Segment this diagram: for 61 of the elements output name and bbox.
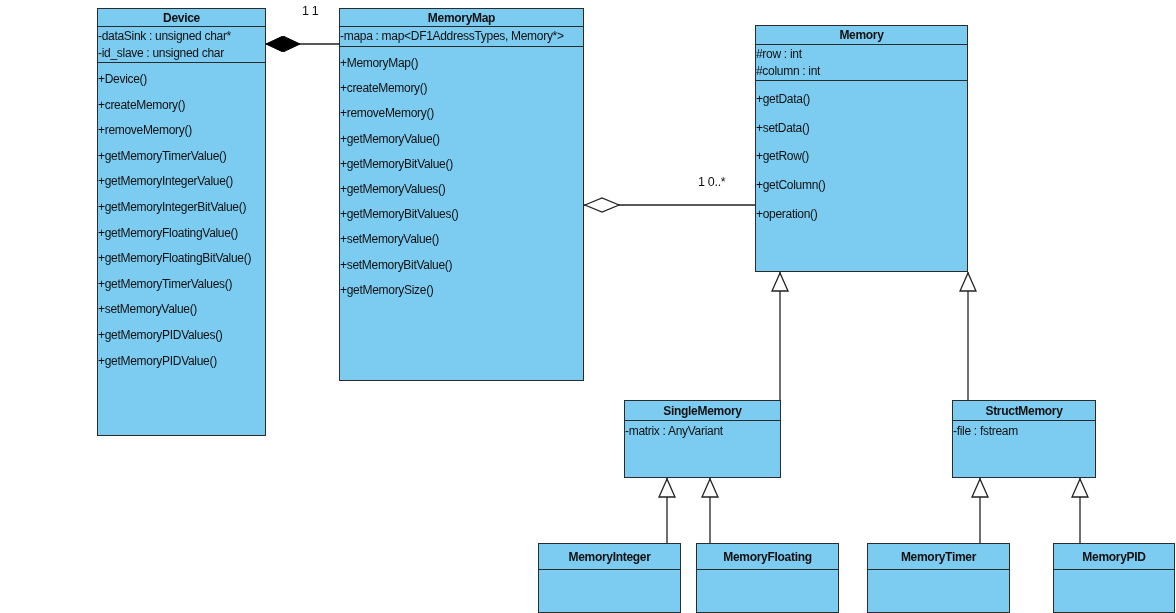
method-text: +getMemoryIntegerValue()	[97, 173, 233, 191]
class-name: SingleMemory	[662, 403, 743, 420]
method-text: +setMemoryValue()	[97, 301, 198, 319]
class-box	[867, 543, 1010, 613]
method-text: +getMemoryPIDValues()	[97, 326, 223, 344]
generalization-arrow	[658, 477, 676, 544]
method-text: +removeMemory()	[339, 105, 434, 123]
attribute-text: -file : fstream	[952, 423, 1018, 440]
attribute-text: #column : int	[755, 63, 821, 80]
attribute-text: -id_slave : unsigned char	[97, 45, 224, 62]
multiplicity-label: 1 1	[301, 4, 320, 18]
multiplicity-label: 1 0..*	[697, 175, 727, 189]
generalization-arrow	[771, 271, 789, 401]
method-text: +setData()	[755, 119, 810, 137]
method-text: +setMemoryValue()	[339, 231, 440, 249]
class-name: MemoryTimer	[899, 549, 978, 566]
method-text: +getMemoryValue()	[339, 130, 440, 148]
class-name: Device	[162, 10, 201, 27]
method-text: +getMemoryFloatingValue()	[97, 224, 238, 242]
method-text: +getMemoryPIDValue()	[97, 352, 217, 370]
attributes-compartment	[97, 26, 266, 63]
method-text: +getMemorySize()	[339, 281, 434, 299]
method-text: +getMemoryIntegerBitValue()	[97, 198, 247, 216]
method-text: +createMemory()	[97, 96, 186, 114]
aggregation-connector	[583, 197, 756, 213]
method-text: +getMemoryBitValue()	[339, 155, 453, 173]
method-text: +getMemoryBitValues()	[339, 206, 459, 224]
class-box	[696, 543, 839, 613]
class-box	[1053, 543, 1175, 613]
class-name: MemoryMap	[426, 10, 497, 27]
class-box	[755, 25, 968, 272]
class-name: MemoryPID	[1081, 549, 1147, 566]
generalization-arrow	[1071, 477, 1089, 544]
attribute-text: -matrix : AnyVariant	[624, 423, 723, 440]
generalization-arrow	[959, 271, 977, 401]
method-text: +getColumn()	[755, 177, 826, 195]
generalization-arrow	[971, 477, 989, 544]
method-text: +Device()	[97, 71, 147, 88]
attribute-text: -mapa : map<DF1AddressTypes, Memory*>	[339, 28, 564, 45]
method-text: +getData()	[755, 91, 811, 108]
class-box	[624, 400, 781, 478]
method-text: +getRow()	[755, 148, 809, 166]
composition-connector	[265, 35, 340, 53]
class-name: MemoryFloating	[722, 549, 813, 566]
method-text: +getMemoryFloatingBitValue()	[97, 250, 252, 268]
method-text: +setMemoryBitValue()	[339, 256, 453, 274]
method-text: +operation()	[755, 205, 818, 223]
method-text: +removeMemory()	[97, 122, 192, 140]
class-name: Memory	[838, 27, 885, 44]
attribute-text: #row : int	[755, 46, 802, 63]
class-box	[952, 400, 1096, 478]
attribute-text: -dataSink : unsigned char*	[97, 28, 231, 45]
method-text: +getMemoryTimerValue()	[97, 147, 227, 165]
class-name: StructMemory	[984, 403, 1064, 420]
method-text: +createMemory()	[339, 80, 428, 98]
generalization-arrow	[701, 477, 719, 544]
method-text: +getMemoryValues()	[339, 180, 446, 198]
class-box	[538, 543, 681, 613]
method-text: +getMemoryTimerValues()	[97, 275, 233, 293]
class-name: MemoryInteger	[567, 549, 652, 566]
method-text: +MemoryMap()	[339, 55, 419, 72]
